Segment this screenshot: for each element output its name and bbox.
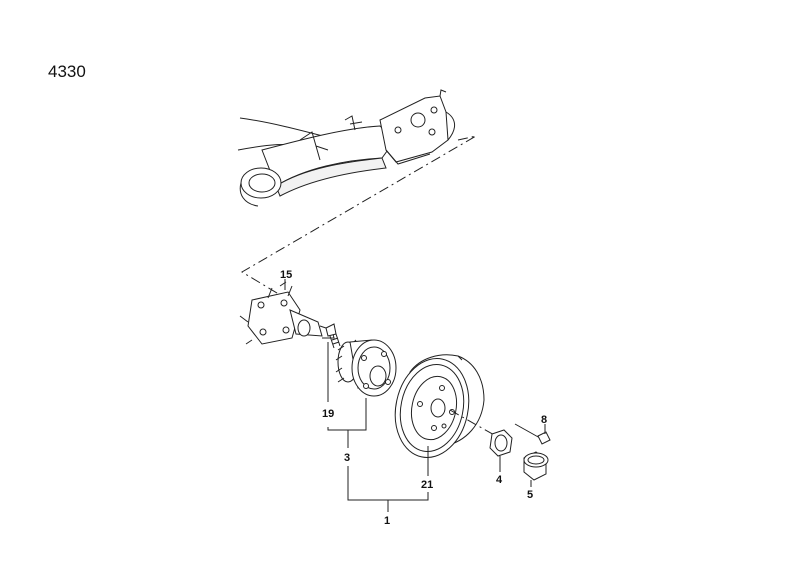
callout-8: 8 (541, 414, 547, 426)
diagram-code: 4330 (48, 62, 86, 81)
pin-part-8 (514, 423, 551, 445)
callout-1: 1 (384, 515, 390, 527)
rear-axle-beam (237, 89, 455, 207)
nut-part-4 (489, 429, 513, 457)
assembly-line (241, 135, 477, 297)
callout-3: 3 (344, 452, 350, 464)
bolt-part-19 (325, 323, 341, 349)
callout-leaders (327, 342, 429, 512)
callout-15: 15 (280, 269, 292, 281)
callout-4: 4 (496, 474, 503, 486)
callout-19: 19 (322, 408, 334, 420)
brake-drum-part-21 (394, 354, 485, 458)
wheel-hub (335, 339, 397, 397)
callout-21: 21 (421, 479, 433, 491)
cap-part-5 (523, 451, 549, 481)
mounting-bracket (379, 95, 449, 163)
spindle-part-15 (239, 281, 335, 345)
callout-5: 5 (527, 489, 533, 501)
